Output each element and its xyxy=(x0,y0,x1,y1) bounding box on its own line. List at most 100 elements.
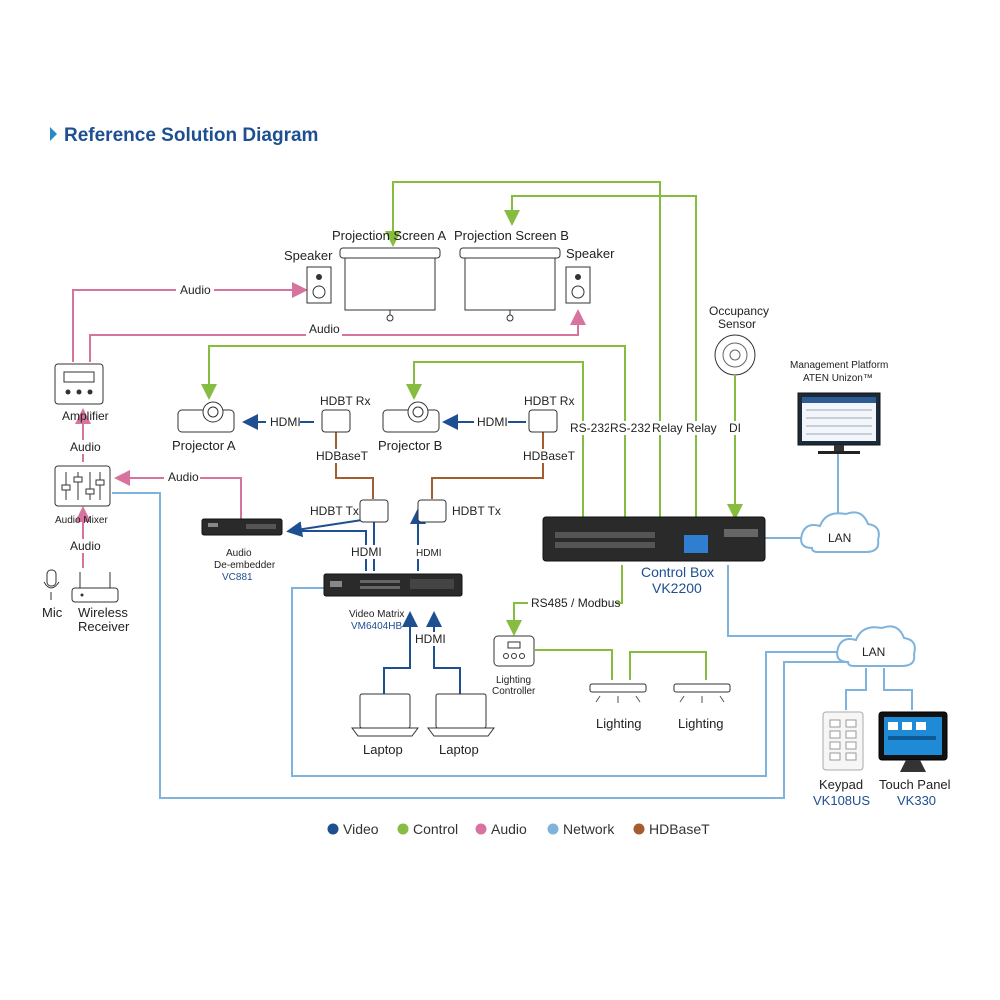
projection-screen-b-label: Projection Screen B xyxy=(454,228,569,243)
legend-item-network: Network xyxy=(547,821,615,837)
light-rays-icon xyxy=(679,695,725,703)
projection-screen-a-label: Projection Screen A xyxy=(332,228,447,243)
keypad[interactable]: Keypad VK108US xyxy=(813,711,870,808)
legend-item-video: Video xyxy=(327,821,379,837)
audio-deembedder[interactable]: Audio De-embedder VC881 xyxy=(201,518,283,583)
hdbt-tx-b[interactable]: HDBT Tx xyxy=(417,499,501,523)
hdbt-rx-a[interactable]: HDBT Rx xyxy=(320,394,370,433)
hdbt-tx-a-label: HDBT Tx xyxy=(310,504,359,518)
hdmi-label-laptops: HDMI xyxy=(415,632,446,646)
lighting-controller[interactable]: Lighting Controller xyxy=(492,635,536,697)
lighting-controller-label-2: Controller xyxy=(492,686,536,697)
occupancy-sensor[interactable]: Occupancy Sensor xyxy=(709,304,769,376)
laptop-1-label: Laptop xyxy=(363,742,403,757)
lighting-1-label: Lighting xyxy=(596,716,642,731)
keypad-label: Keypad xyxy=(819,777,863,792)
occupancy-sensor-label-1: Occupancy xyxy=(709,304,769,318)
projection-screen-b[interactable]: Projection Screen B xyxy=(454,228,569,322)
audio-deembedder-label-1: Audio xyxy=(226,548,252,559)
legend-label-control: Control xyxy=(413,821,458,837)
amplifier[interactable]: Amplifier xyxy=(54,363,109,423)
lighting-2[interactable]: Lighting xyxy=(673,683,731,731)
title-group: Reference Solution Diagram xyxy=(50,125,318,146)
video-matrix[interactable]: Video Matrix VM6404HB xyxy=(323,573,463,632)
legend-label-hdbaset: HDBaseT xyxy=(649,821,710,837)
speaker-right-label: Speaker xyxy=(566,246,615,261)
hdbt-rx-a-label: HDBT Rx xyxy=(320,394,370,408)
hdbt-tx-b-label: HDBT Tx xyxy=(452,504,501,518)
legend-item-hdbaset: HDBaseT xyxy=(633,821,710,837)
management-platform-label-1: Management Platform xyxy=(790,360,888,371)
projection-screen-a[interactable]: Projection Screen A xyxy=(332,228,447,322)
audio-mixer[interactable]: Audio Mixer xyxy=(54,465,111,526)
audio-label-receiver: Audio xyxy=(70,539,101,553)
page-title: Reference Solution Diagram xyxy=(64,125,318,146)
hdbaset-label-b: HDBaseT xyxy=(523,449,576,463)
lan-top-label: LAN xyxy=(828,531,851,545)
speaker-icon xyxy=(316,274,322,280)
touch-panel-label: Touch Panel xyxy=(879,777,951,792)
legend-item-audio: Audio xyxy=(475,821,527,837)
touch-panel[interactable]: Touch Panel VK330 xyxy=(878,711,951,808)
occupancy-sensor-label-2: Sensor xyxy=(718,317,756,331)
lan-cloud-bottom[interactable]: LAN xyxy=(836,625,916,667)
network-wires xyxy=(112,448,913,799)
projector-a[interactable]: Projector A xyxy=(172,401,236,453)
audio-deembedder-model: VC881 xyxy=(222,572,253,583)
audio-label-speaker-right: Audio xyxy=(309,322,340,336)
light-rays-icon xyxy=(595,695,641,703)
mic[interactable]: Mic xyxy=(42,569,63,620)
laptop-2[interactable]: Laptop xyxy=(427,693,495,757)
rs485-label: RS485 / Modbus xyxy=(531,596,620,610)
speaker-left-label: Speaker xyxy=(284,248,333,263)
control-box[interactable]: Control Box VK2200 xyxy=(542,516,766,596)
management-platform-label-2: ATEN Unizon™ xyxy=(803,373,873,384)
mic-icon xyxy=(46,569,57,587)
projector-a-label: Projector A xyxy=(172,438,236,453)
touch-panel-model: VK330 xyxy=(897,793,936,808)
audio-label-amp: Audio xyxy=(70,440,101,454)
legend-label-network: Network xyxy=(563,821,615,837)
mic-label: Mic xyxy=(42,605,63,620)
lan-bottom-label: LAN xyxy=(862,645,885,659)
audio-label-speaker-left: Audio xyxy=(180,283,211,297)
legend-label-video: Video xyxy=(343,821,379,837)
speaker-right[interactable]: Speaker xyxy=(565,246,615,304)
lighting-controller-label-1: Lighting xyxy=(496,675,531,686)
projector-b[interactable]: Projector B xyxy=(378,401,442,453)
video-wires xyxy=(242,414,526,695)
rs232-label-2: RS-232 xyxy=(610,421,651,435)
hdmi-label-proj-b: HDMI xyxy=(477,415,508,429)
wireless-receiver-label-2: Receiver xyxy=(78,619,130,634)
hdmi-label-proj-a: HDMI xyxy=(270,415,301,429)
lan-cloud-top[interactable]: LAN xyxy=(800,511,880,553)
video-matrix-label: Video Matrix xyxy=(349,609,404,620)
projector-b-label: Projector B xyxy=(378,438,442,453)
laptop-1[interactable]: Laptop xyxy=(351,693,419,757)
hdbt-rx-b[interactable]: HDBT Rx xyxy=(524,394,574,433)
wireless-receiver[interactable]: Wireless Receiver xyxy=(71,572,130,634)
legend: Video Control Audio Network HDBaseT xyxy=(327,821,710,837)
connection-labels: Audio Audio Audio Audio Audio HDMI HDMI … xyxy=(66,282,744,646)
di-label: DI xyxy=(729,421,741,435)
video-matrix-model: VM6404HB xyxy=(351,621,402,632)
control-box-label: Control Box xyxy=(641,564,714,580)
lighting-1[interactable]: Lighting xyxy=(589,683,647,731)
title-chevron-icon xyxy=(50,127,57,141)
lighting-2-label: Lighting xyxy=(678,716,724,731)
amplifier-label: Amplifier xyxy=(62,409,109,423)
legend-item-control: Control xyxy=(397,821,458,837)
relay-label-1: Relay xyxy=(652,421,683,435)
management-platform[interactable]: Management Platform ATEN Unizon™ xyxy=(790,360,888,454)
relay-label-2: Relay xyxy=(686,421,717,435)
control-box-model: VK2200 xyxy=(652,580,702,596)
wireless-receiver-label-1: Wireless xyxy=(78,605,128,620)
hdbt-tx-a[interactable]: HDBT Tx xyxy=(310,499,389,523)
speaker-left[interactable]: Speaker xyxy=(284,248,333,304)
audio-mixer-label: Audio Mixer xyxy=(55,515,108,526)
rs232-label-1: RS-232 xyxy=(570,421,611,435)
hdmi-label-deembedder: HDMI xyxy=(351,545,382,559)
legend-label-audio: Audio xyxy=(491,821,527,837)
laptop-2-label: Laptop xyxy=(439,742,479,757)
